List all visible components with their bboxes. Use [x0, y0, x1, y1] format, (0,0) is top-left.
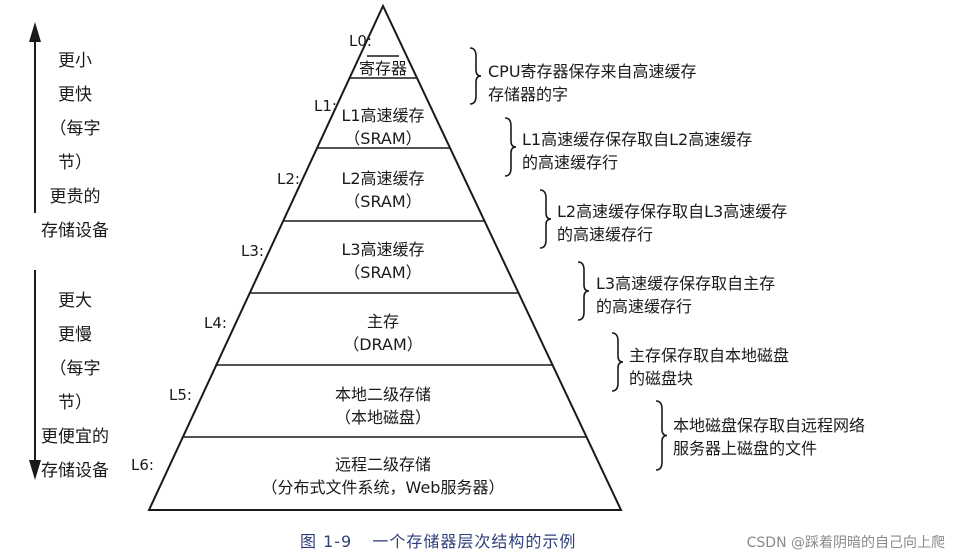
note-brace	[611, 332, 624, 392]
level-name: 寄存器	[358, 59, 408, 78]
level-label-l3: L3:	[241, 242, 264, 260]
level-note-l1: L1高速缓存保存取自L2高速缓存的高速缓存行	[522, 128, 752, 174]
note-line: L2高速缓存保存取自L3高速缓存	[557, 202, 788, 221]
level-box-l5: 本地二级存储 （本地磁盘）	[335, 383, 431, 429]
level-label-l2: L2:	[277, 170, 300, 188]
note-line: CPU寄存器保存来自高速缓存	[488, 62, 697, 81]
side-line: 更快	[58, 85, 92, 105]
level-tech: （SRAM）	[344, 129, 422, 148]
side-line: （每字节）	[49, 359, 101, 413]
level-box-l0: 寄存器	[359, 57, 407, 80]
pyramid-outline	[147, 3, 623, 511]
up-arrow-head	[29, 22, 41, 42]
level-label-l6: L6:	[131, 456, 154, 474]
level-tech: （SRAM）	[344, 192, 422, 211]
caption-text: 一个存储器层次结构的示例	[372, 532, 577, 551]
level-name: 本地二级存储	[334, 385, 432, 404]
side-line: 更慢	[58, 325, 92, 345]
level-tech: （本地磁盘）	[334, 408, 432, 427]
note-line: 的高速缓存行	[522, 153, 619, 172]
figure-caption: 图 1-9 一个存储器层次结构的示例	[300, 528, 576, 552]
level-label-l5: L5:	[169, 386, 192, 404]
note-brace	[504, 117, 517, 177]
level-note-l5: 本地磁盘保存取自远程网络服务器上磁盘的文件	[673, 414, 865, 460]
level-box-l3: L3高速缓存 （SRAM）	[341, 238, 424, 284]
top-side-text: 更小 更快 （每字节） 更贵的 存储设备	[40, 44, 110, 248]
note-line: 本地磁盘保存取自远程网络	[673, 416, 866, 435]
side-line: 更便宜的	[41, 427, 109, 447]
level-box-l1: L1高速缓存 （SRAM）	[341, 104, 424, 150]
level-label-l1: L1:	[314, 97, 337, 115]
note-line: 的高速缓存行	[557, 225, 654, 244]
level-note-l0: CPU寄存器保存来自高速缓存存储器的字	[488, 60, 697, 106]
note-brace	[469, 47, 482, 105]
level-note-l3: L3高速缓存保存取自主存的高速缓存行	[596, 272, 775, 318]
level-name: 远程二级存储	[334, 455, 432, 474]
level-label-l4: L4:	[204, 314, 227, 332]
note-line: 的高速缓存行	[596, 297, 693, 316]
note-brace	[655, 400, 668, 471]
level-note-l4: 主存保存取自本地磁盘的磁盘块	[629, 344, 789, 390]
caption-number: 图 1-9	[300, 532, 353, 551]
level-tech: （分布式文件系统，Web服务器）	[261, 478, 505, 497]
side-line: 存储设备	[41, 221, 109, 241]
level-note-l2: L2高速缓存保存取自L3高速缓存的高速缓存行	[557, 200, 787, 246]
level-name: 主存	[366, 312, 400, 331]
note-brace	[539, 189, 552, 249]
side-line: 更贵的	[49, 187, 101, 207]
note-line: 的磁盘块	[629, 369, 694, 388]
side-line: 更小	[58, 51, 92, 71]
level-box-l6: 远程二级存储 （分布式文件系统，Web服务器）	[262, 453, 505, 499]
level-name: L1高速缓存	[341, 106, 425, 125]
note-line: L1高速缓存保存取自L2高速缓存	[522, 130, 753, 149]
bottom-side-text: 更大 更慢 （每字节） 更便宜的 存储设备	[40, 284, 110, 488]
level-name: L2高速缓存	[341, 169, 425, 188]
note-line: 主存保存取自本地磁盘	[629, 346, 790, 365]
level-tech: （DRAM）	[343, 335, 423, 354]
note-line: L3高速缓存保存取自主存	[596, 274, 776, 293]
level-box-l4: 主存 （DRAM）	[343, 310, 423, 356]
level-label-l0: L0:	[349, 32, 372, 50]
side-line: 更大	[58, 291, 92, 311]
side-line: 存储设备	[41, 461, 109, 481]
watermark: CSDN @踩着阴暗的自己向上爬	[746, 535, 945, 551]
side-line: （每字节）	[49, 119, 101, 173]
level-tech: （SRAM）	[344, 263, 422, 282]
down-arrow-head	[29, 460, 41, 480]
note-line: 存储器的字	[488, 85, 569, 104]
level-box-l2: L2高速缓存 （SRAM）	[341, 167, 424, 213]
note-line: 服务器上磁盘的文件	[673, 439, 818, 458]
level-name: L3高速缓存	[341, 240, 425, 259]
note-brace	[577, 261, 590, 321]
